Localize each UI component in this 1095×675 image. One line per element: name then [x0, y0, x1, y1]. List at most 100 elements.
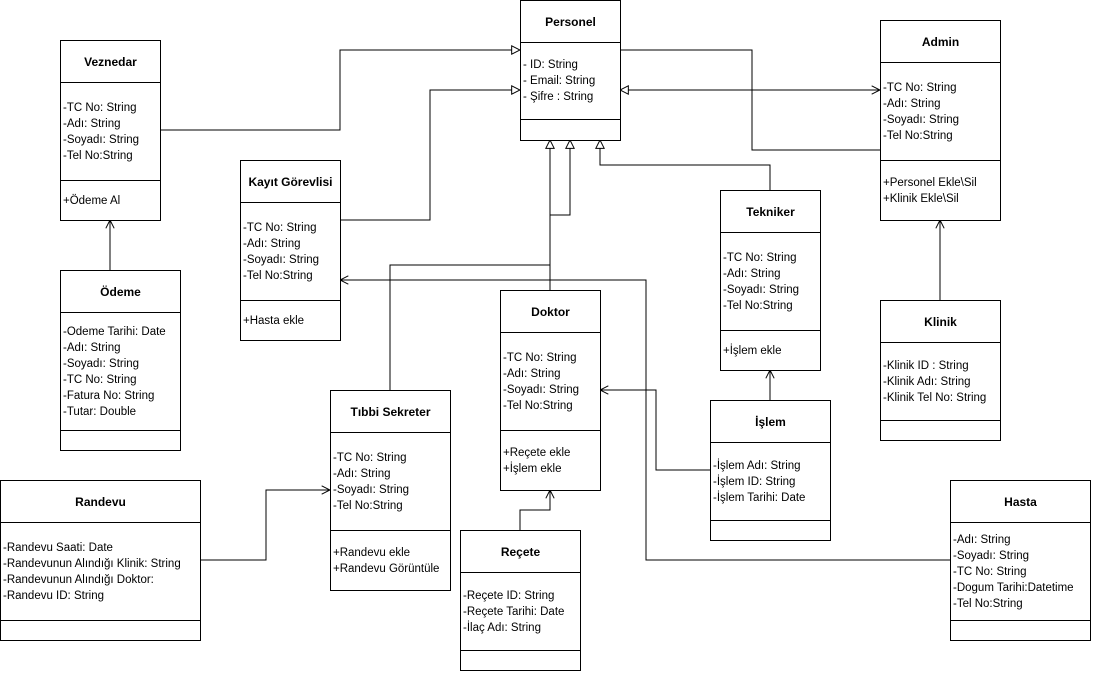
attribute-list: - ID: String - Email: String - Şifre : S… — [521, 43, 620, 120]
recete-doktor-association — [519, 490, 550, 530]
attribute: -Tel No:String — [243, 269, 313, 282]
class-hasta[interactable]: Hasta -Adı: String -Soyadı: String -TC N… — [950, 480, 1091, 641]
operation: +İşlem ekle — [503, 462, 562, 475]
attribute-list: -Odeme Tarihi: Date -Adı: String -Soyadı… — [61, 313, 180, 431]
attribute: -Odeme Tarihi: Date — [63, 325, 166, 338]
class-randevu[interactable]: Randevu -Randevu Saati: Date -Randevunun… — [0, 480, 201, 641]
attribute: -TC No: String — [63, 101, 137, 114]
class-admin[interactable]: Admin -TC No: String -Adı: String -Soyad… — [880, 20, 1001, 221]
attribute: -Randevunun Alındığı Doktor: — [3, 573, 154, 586]
operation-list — [521, 120, 620, 140]
class-islem[interactable]: İşlem -İşlem Adı: String -İşlem ID: Stri… — [710, 400, 831, 541]
attribute: -Soyadı: String — [333, 483, 410, 496]
attribute-list: -Adı: String -Soyadı: String -TC No: Str… — [951, 523, 1090, 621]
operation: +Hasta ekle — [243, 314, 305, 327]
attribute: -Adı: String — [883, 97, 941, 110]
tekniker-personel-generalization — [600, 140, 771, 190]
attribute: -TC No: String — [883, 81, 957, 94]
tibbi-sekreter-personel-generalization — [389, 140, 550, 390]
attribute: -İşlem ID: String — [713, 475, 796, 488]
attribute-list: -İşlem Adı: String -İşlem ID: String -İş… — [711, 443, 830, 521]
class-doktor[interactable]: Doktor -TC No: String -Adı: String -Soya… — [500, 290, 601, 491]
attribute: -Adı: String — [63, 117, 121, 130]
class-tibbi-sekreter[interactable]: Tıbbi Sekreter -TC No: String -Adı: Stri… — [330, 390, 451, 591]
class-title: Ödeme — [61, 271, 180, 313]
class-title: Klinik — [881, 301, 1000, 343]
personel-admin-connector — [620, 49, 880, 151]
class-title: Kayıt Görevlisi — [241, 161, 340, 203]
attribute: -Tutar: Double — [63, 405, 137, 418]
operation-list: +Ödeme Al — [61, 181, 160, 220]
randevu-tibbi-sekreter-association — [200, 490, 330, 561]
operation: +Personel Ekle\Sil — [883, 176, 977, 189]
attribute: -Tel No:String — [953, 597, 1023, 610]
class-title: Tıbbi Sekreter — [331, 391, 450, 433]
veznedar-personel-generalization — [160, 50, 520, 131]
class-title: İşlem — [711, 401, 830, 443]
attribute: -İşlem Adı: String — [713, 459, 801, 472]
operation-list — [1, 621, 200, 640]
attribute: -Soyadı: String — [63, 133, 140, 146]
attribute: -Randevunun Alındığı Klinik: String — [3, 557, 181, 570]
attribute: -Randevu Saati: Date — [3, 541, 113, 554]
operation: +Randevu ekle — [333, 546, 411, 559]
attribute: - Email: String — [523, 75, 596, 87]
attribute: -Soyadı: String — [723, 283, 800, 296]
attribute: -Soyadı: String — [243, 253, 320, 266]
attribute: -Tel No:String — [723, 299, 793, 312]
class-title: Admin — [881, 21, 1000, 63]
attribute: -Tel No:String — [883, 129, 953, 142]
attribute: -Tel No:String — [333, 499, 403, 512]
attribute-list: -TC No: String -Adı: String -Soyadı: Str… — [331, 433, 450, 531]
class-kayit-gorevlisi[interactable]: Kayıt Görevlisi -TC No: String -Adı: Str… — [240, 160, 341, 341]
attribute: -TC No: String — [723, 251, 797, 264]
attribute: -Randevu ID: String — [3, 589, 104, 602]
class-tekniker[interactable]: Tekniker -TC No: String -Adı: String -So… — [720, 190, 821, 371]
attribute: -Soyadı: String — [953, 549, 1030, 562]
class-title: Personel — [521, 1, 620, 43]
attribute: -Dogum Tarihi:Datetime — [953, 581, 1074, 594]
attribute-list: -TC No: String -Adı: String -Soyadı: Str… — [501, 333, 600, 431]
attribute: -İlaç Adı: String — [463, 621, 541, 634]
attribute: -Adı: String — [63, 341, 121, 354]
attribute: -TC No: String — [243, 221, 317, 234]
attribute: -Klinik Tel No: String — [883, 391, 987, 404]
attribute-list: -TC No: String -Adı: String -Soyadı: Str… — [721, 233, 820, 331]
attribute: -TC No: String — [333, 451, 407, 464]
class-recete[interactable]: Reçete -Reçete ID: String -Reçete Tarihi… — [460, 530, 581, 671]
operation-list: +Personel Ekle\Sil +Klinik Ekle\Sil — [881, 161, 1000, 220]
kayit-gorevlisi-personel-generalization — [340, 90, 520, 221]
class-personel[interactable]: Personel - ID: String - Email: String - … — [520, 0, 621, 141]
attribute: -TC No: String — [953, 565, 1027, 578]
operation-list — [881, 421, 1000, 440]
class-odeme[interactable]: Ödeme -Odeme Tarihi: Date -Adı: String -… — [60, 270, 181, 451]
attribute: -Fatura No: String — [63, 389, 155, 402]
class-title: Randevu — [1, 481, 200, 523]
class-veznedar[interactable]: Veznedar -TC No: String -Adı: String -So… — [60, 40, 161, 221]
operation: +Reçete ekle — [503, 446, 571, 459]
attribute: -Adı: String — [953, 533, 1011, 546]
attribute-list: -Randevu Saati: Date -Randevunun Alındığ… — [1, 523, 200, 621]
attribute: -Adı: String — [503, 367, 561, 380]
operation-list — [461, 651, 580, 670]
operation-list — [711, 521, 830, 540]
operation-list — [951, 621, 1090, 640]
hasta-kayit-gorevlisi-association — [340, 280, 950, 561]
attribute: -Reçete Tarihi: Date — [463, 605, 565, 618]
attribute: -Soyadı: String — [883, 113, 960, 126]
class-klinik[interactable]: Klinik -Klinik ID : String -Klinik Adı: … — [880, 300, 1001, 441]
operation: +İşlem ekle — [723, 344, 782, 357]
attribute: -Soyadı: String — [63, 357, 140, 370]
class-title: Tekniker — [721, 191, 820, 233]
attribute-list: -TC No: String -Adı: String -Soyadı: Str… — [881, 63, 1000, 161]
attribute-list: -Reçete ID: String -Reçete Tarihi: Date … — [461, 573, 580, 651]
attribute: -Reçete ID: String — [463, 589, 555, 602]
attribute-list: -TC No: String -Adı: String -Soyadı: Str… — [61, 83, 160, 181]
attribute: -Adı: String — [723, 267, 781, 280]
attribute: - Şifre : String — [523, 91, 594, 103]
doktor-personel-generalization — [549, 140, 570, 290]
class-title: Veznedar — [61, 41, 160, 83]
operation-list: +İşlem ekle — [721, 331, 820, 370]
operation-list — [61, 431, 180, 450]
